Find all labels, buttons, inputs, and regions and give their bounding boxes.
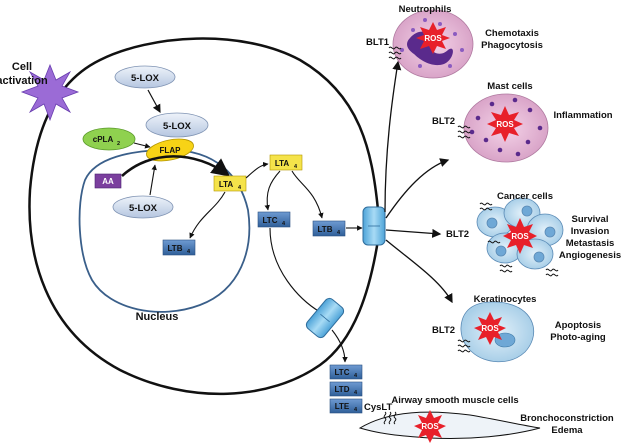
cancer-title: Cancer cells <box>497 191 553 202</box>
arrow-lta4-ltb4-inner <box>189 191 226 239</box>
lta4-outer-sub: 4 <box>294 164 298 170</box>
blt2-receptor-icon-keratinocyte <box>457 339 471 353</box>
lta4-box-outer <box>269 154 303 171</box>
ltb4-box-cytosol <box>312 220 346 237</box>
arrow-to-keratinocytes <box>385 239 453 304</box>
lta4-inner-label: LTA <box>219 180 234 189</box>
arrow-to-cancer <box>385 228 442 238</box>
airway-effect-1: Bronchoconstriction <box>520 413 614 424</box>
five-lox-cytosolic-label: 5-LOX <box>131 73 160 84</box>
arrow-lta4-ltb4 <box>291 170 324 219</box>
arrow-ltc4-transporter <box>269 227 321 313</box>
ltd4-ext-label: LTD <box>335 385 350 394</box>
ltc4-transporter <box>305 297 345 339</box>
arrow-aa-to-lta4 <box>121 155 231 177</box>
airway-effect-2: Edema <box>551 425 583 436</box>
neutrophils-effect-1: Chemotaxis <box>485 28 539 39</box>
cell-activation-label-1: Cell <box>12 61 32 73</box>
neutrophils-title: Neutrophils <box>399 4 452 15</box>
aa-label: AA <box>102 177 114 186</box>
blt2-label-keratinocyte: BLT2 <box>432 325 455 336</box>
cyslt-receptor-label: CysLT <box>364 402 393 413</box>
cancer-effect-2: Invasion <box>571 226 610 237</box>
lte4-box-ext <box>329 398 363 414</box>
arrow-to-mast <box>385 158 450 219</box>
five-lox-cytosolic <box>114 65 176 89</box>
mast-title: Mast cells <box>487 81 532 92</box>
ros-label-keratinocyte: ROS <box>481 324 499 333</box>
blt1-receptor-icon <box>388 46 402 60</box>
ros-burst-cancer <box>503 218 537 254</box>
ros-burst-keratinocyte <box>474 312 506 345</box>
ros-burst-neutrophil <box>416 22 450 54</box>
blt1-label: BLT1 <box>366 37 390 48</box>
ros-burst-airway <box>414 410 446 443</box>
five-lox-lower <box>112 195 174 219</box>
cancer-effect-3: Metastasis <box>566 238 615 249</box>
blt2-receptor-icons-cancer <box>479 202 559 277</box>
flap-label: FLAP <box>160 146 182 155</box>
ltc4-ext-label: LTC <box>335 368 350 377</box>
five-lox-lower-label: 5-LOX <box>129 203 158 214</box>
arrow-lox-translocation <box>147 89 161 114</box>
arrow-to-neutrophils <box>384 60 402 213</box>
ltb4-inner-sub: 4 <box>187 249 191 255</box>
ltc4-ext-sub: 4 <box>354 373 358 379</box>
arrow-lta4-ltc4 <box>264 170 281 211</box>
keratinocytes-title: Keratinocytes <box>474 294 537 305</box>
cyslt-receptor-icon <box>383 411 397 425</box>
cpla2-enzyme <box>82 127 136 151</box>
arrow-lta4-export <box>245 161 269 179</box>
cancer-effect-4: Angiogenesis <box>559 250 621 261</box>
blt2-label-mast: BLT2 <box>432 116 455 127</box>
ltc4-box-cytosol <box>257 211 291 228</box>
aa-box <box>94 173 122 189</box>
nucleus-label: Nucleus <box>136 311 179 323</box>
arrow-to-cyslt <box>331 329 348 363</box>
cpla2-label: cPLA <box>93 135 114 144</box>
ltc4-cytosol-sub: 4 <box>282 221 286 227</box>
cancer-cell-cluster <box>476 197 564 270</box>
ros-label-neutrophil: ROS <box>424 34 442 43</box>
keratinocytes-effect-1: Apoptosis <box>555 320 601 331</box>
ltb4-inner-label: LTB <box>168 244 183 253</box>
arrow-cpla2-flap <box>133 142 151 149</box>
ros-label-cancer: ROS <box>511 232 529 241</box>
cancer-effect-1: Survival <box>572 214 609 225</box>
ltb4-cytosol-sub: 4 <box>337 230 341 236</box>
ltb4-box-inner <box>162 239 196 256</box>
lte4-ext-label: LTE <box>335 402 350 411</box>
blt2-label-cancer: BLT2 <box>446 229 469 240</box>
ros-burst-mast <box>487 106 523 142</box>
ltb4-cytosol-label: LTB <box>318 225 333 234</box>
airway-smooth-muscle-cell <box>358 411 541 440</box>
cpla2-subscript: 2 <box>117 141 120 147</box>
lta4-outer-label: LTA <box>275 159 290 168</box>
ros-label-airway: ROS <box>421 422 439 431</box>
airway-title: Airway smooth muscle cells <box>391 395 518 406</box>
cell-activation-starburst <box>20 63 80 122</box>
ros-label-mast: ROS <box>496 120 514 129</box>
lta4-inner-sub: 4 <box>238 185 242 191</box>
neutrophils-effect-2: Phagocytosis <box>481 40 543 51</box>
lta4-box-inner <box>213 175 247 192</box>
five-lox-nuclear <box>145 112 209 138</box>
arrow-lox-lower <box>149 164 157 196</box>
ltc4-box-ext <box>329 364 363 380</box>
ltd4-ext-sub: 4 <box>354 390 358 396</box>
blt2-receptor-icon-mast <box>457 125 471 139</box>
mast-effect-1: Inflammation <box>553 110 612 121</box>
keratinocytes-effect-2: Photo-aging <box>550 332 606 343</box>
ltc4-cytosol-label: LTC <box>263 216 278 225</box>
extracellular-cysteinyl-lts: LTC 4 LTD 4 LTE 4 <box>329 364 363 414</box>
five-lox-nuclear-label: 5-LOX <box>163 121 192 132</box>
lte4-ext-sub: 4 <box>354 407 358 413</box>
cell-activation-label-2: activation <box>0 75 48 87</box>
ltd4-box-ext <box>329 381 363 397</box>
cell-membrane <box>28 37 380 396</box>
